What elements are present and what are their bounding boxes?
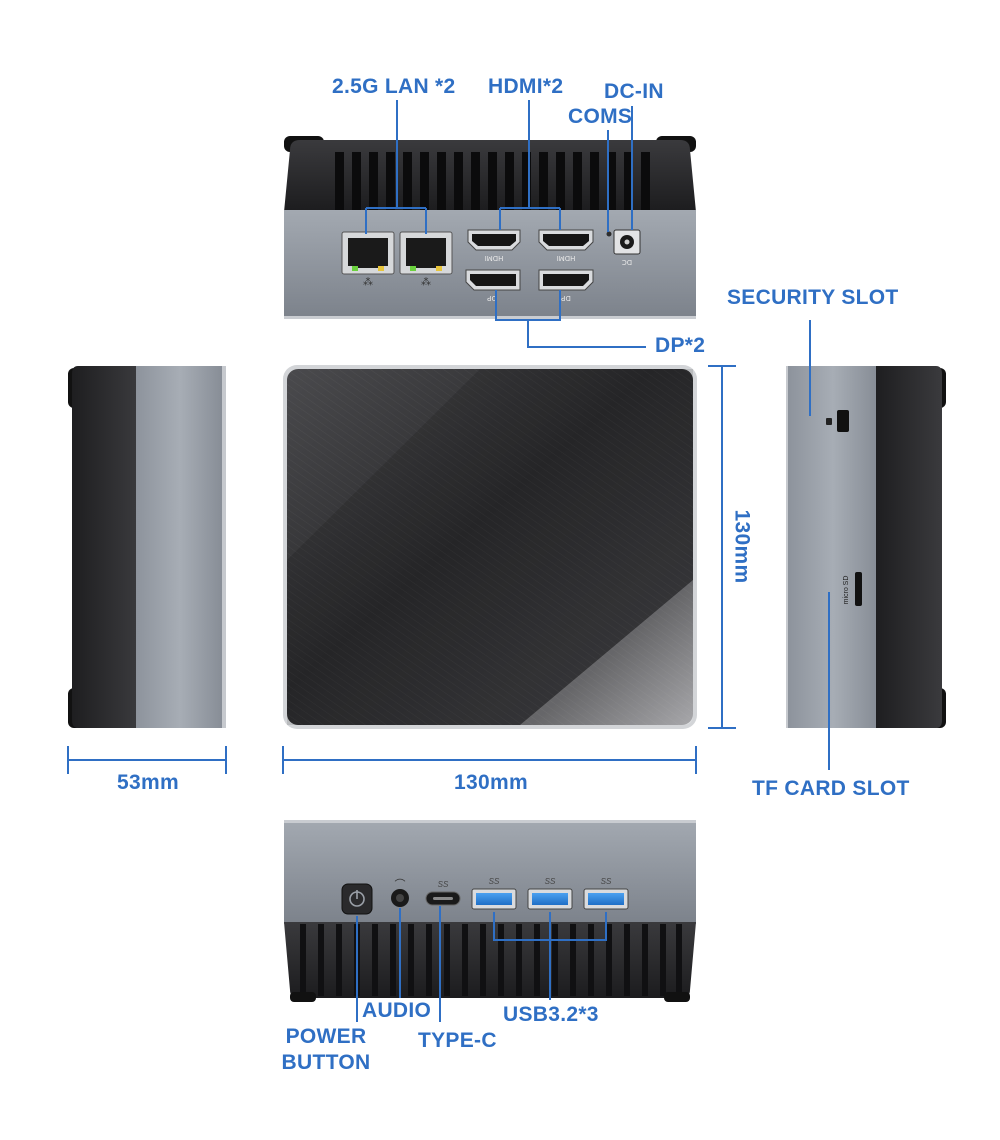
ss-mark-usb3: SS xyxy=(601,877,612,886)
dp-mark-1: DP xyxy=(487,294,497,302)
lan-port-2: ⁂ xyxy=(399,231,453,288)
front-dark-housing xyxy=(284,922,696,998)
left-side-view xyxy=(68,366,226,728)
svg-text:⁂: ⁂ xyxy=(363,276,373,288)
dc-in-port xyxy=(613,229,641,255)
hdmi-port-2 xyxy=(538,229,594,251)
lock-icon xyxy=(826,418,832,425)
front-leader-lines xyxy=(356,906,607,1022)
label-dp: DP*2 xyxy=(655,334,706,357)
label-tf-card-slot: TF CARD SLOT xyxy=(752,777,910,800)
svg-text:⁂: ⁂ xyxy=(421,276,431,288)
label-height: 130mm xyxy=(730,509,754,584)
ss-mark-usb2: SS xyxy=(545,877,556,886)
left-gray-panel xyxy=(136,366,224,728)
ss-mark-typec: SS xyxy=(438,880,449,889)
label-usb: USB3.2*3 xyxy=(503,1003,599,1026)
usb-port-3 xyxy=(583,888,629,910)
label-coms: COMS xyxy=(568,105,633,128)
tf-card-slot xyxy=(855,572,862,606)
label-depth: 53mm xyxy=(117,771,179,794)
lan-port-1: ⁂ xyxy=(341,231,395,288)
rear-vent-grille xyxy=(335,152,650,210)
usb-port-1 xyxy=(471,888,517,910)
ss-mark-usb1: SS xyxy=(489,877,500,886)
dp-mark-2: DP xyxy=(561,294,571,302)
width-dimension xyxy=(282,746,697,774)
depth-dimension xyxy=(67,746,227,774)
label-type-c: TYPE-C xyxy=(418,1029,497,1052)
audio-jack: ⌒ xyxy=(391,878,409,907)
rear-leader-lines xyxy=(365,100,646,348)
hdmi-mark-1: HDMI xyxy=(485,254,504,262)
side-leader-lines xyxy=(809,320,830,770)
type-c-port xyxy=(425,891,461,906)
label-audio: AUDIO xyxy=(362,999,432,1022)
dp-port-2 xyxy=(538,269,594,291)
label-power-line1: POWER xyxy=(285,1025,367,1048)
label-hdmi: HDMI*2 xyxy=(488,75,564,98)
left-dark-housing xyxy=(72,366,138,728)
dp-port-1 xyxy=(465,269,521,291)
top-view xyxy=(283,365,697,729)
rear-view: ⁂ ⁂ HDMI HDMI DP xyxy=(284,136,696,319)
front-view: ⌒ SS SS SS SS xyxy=(284,820,696,1002)
coms-button xyxy=(606,231,612,237)
right-gray-panel xyxy=(788,366,878,728)
dimension-lines xyxy=(67,365,736,774)
label-lan: 2.5G LAN *2 xyxy=(332,75,456,98)
microsd-mark: micro SD xyxy=(843,576,850,605)
lan-leader xyxy=(365,100,427,234)
front-fins xyxy=(300,924,682,996)
security-slot xyxy=(837,410,849,432)
hdmi-leader xyxy=(499,100,561,230)
power-button-graphic xyxy=(341,883,373,915)
label-power-line2: BUTTON xyxy=(281,1051,371,1074)
usb-port-2 xyxy=(527,888,573,910)
headphone-icon: ⌒ xyxy=(395,878,406,891)
label-security-slot: SECURITY SLOT xyxy=(727,286,899,309)
right-dark-housing xyxy=(876,366,942,728)
hdmi-port-1 xyxy=(467,229,521,251)
height-dimension xyxy=(708,365,736,729)
label-width: 130mm xyxy=(454,771,528,794)
dc-mark: DC xyxy=(622,258,632,266)
dp-leader xyxy=(495,290,646,348)
right-side-view: micro SD xyxy=(786,366,946,728)
hdmi-mark-2: HDMI xyxy=(557,254,576,262)
usb-leader xyxy=(493,912,607,1000)
label-dc-in: DC-IN xyxy=(604,80,664,103)
